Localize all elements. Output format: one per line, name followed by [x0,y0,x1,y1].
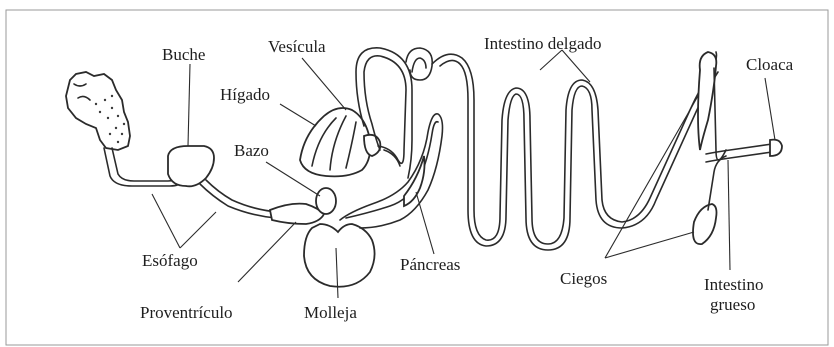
label-buche: Buche [162,45,205,64]
head [66,72,130,150]
proventriculus [270,204,324,224]
label-esofago: Esófago [142,251,198,270]
label-higado: Hígado [220,85,270,104]
label-ciegos: Ciegos [560,269,607,288]
label-molleja: Molleja [304,303,357,322]
label-bazo: Bazo [234,141,269,160]
gizzard [304,224,375,287]
liver [300,108,380,176]
label-pancreas: Páncreas [400,255,460,274]
spleen [316,188,336,214]
caeca [693,52,726,244]
label-intestino-grueso-line2: grueso [710,295,755,314]
label-vesicula: Vesícula [268,37,326,56]
label-intestino-grueso-line1: Intestino [704,275,764,294]
label-intestino-delgado: Intestino delgado [484,34,602,53]
small-intestine [356,48,718,250]
label-proventriculo: Proventrículo [140,303,233,322]
lower-esophagus [200,180,278,218]
label-cloaca: Cloaca [746,55,794,74]
